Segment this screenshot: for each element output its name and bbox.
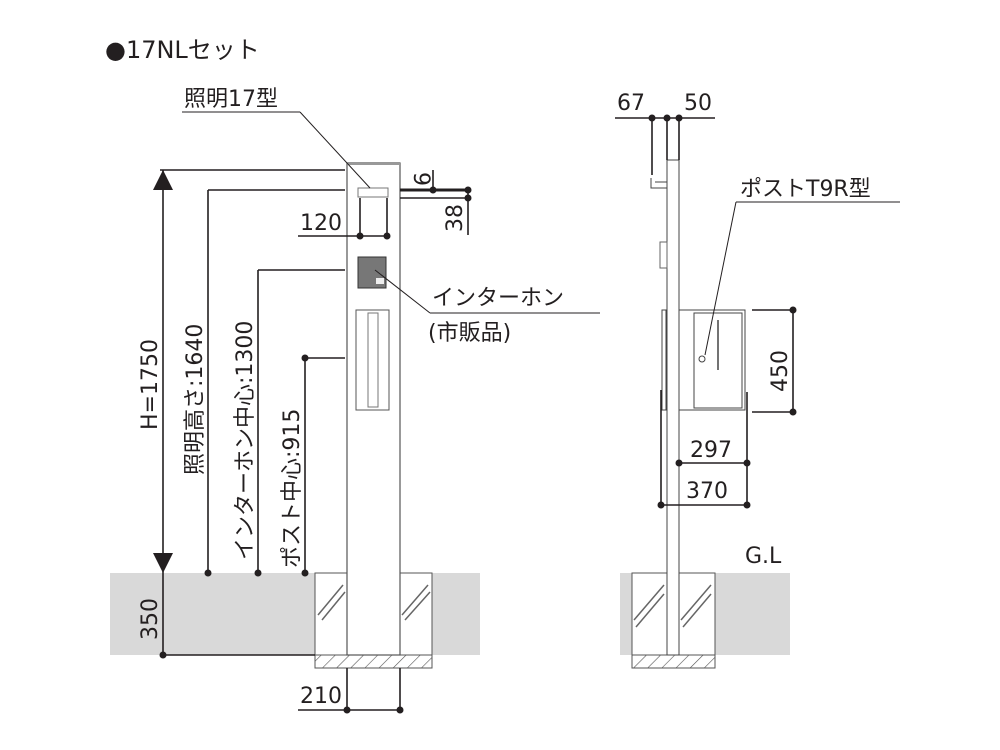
width-210-label: 210 — [300, 684, 342, 709]
intercom-button — [376, 278, 384, 284]
intercom-center-label: インターホン中心:1300 — [233, 321, 258, 560]
light-bracket — [650, 178, 668, 189]
light-model-label: 照明17型 — [184, 87, 278, 112]
front-view: H=1750 350 照明高さ:1640 インターホン中心:1300 ポスト中心… — [110, 87, 600, 714]
mail-slot-inner — [367, 312, 379, 408]
dim-50-label: 50 — [684, 91, 712, 116]
post-model-label: ポストT9R型 — [740, 177, 871, 202]
embed-depth-label: 350 — [138, 598, 163, 640]
dim-450-label: 450 — [768, 350, 793, 392]
intercom-side — [659, 241, 668, 269]
pit-base-hatch-side — [631, 654, 716, 669]
light-height-label: 照明高さ:1640 — [183, 324, 208, 475]
post-back-plate — [661, 309, 667, 411]
arrow-down-icon — [153, 553, 173, 573]
side-pole — [666, 159, 680, 656]
light-fixture — [357, 187, 389, 198]
dim-9-label: 9 — [408, 172, 433, 186]
intercom-label: インターホン — [432, 286, 564, 311]
dim-38-label: 38 — [443, 204, 468, 232]
dim-120-label: 120 — [300, 211, 342, 236]
pit-hatch-marks — [317, 584, 431, 621]
dim-297-label: 297 — [690, 438, 732, 463]
post-center-label: ポスト中心:915 — [280, 409, 305, 568]
arrow-up-icon — [153, 170, 173, 190]
ground-level-label: G.L — [745, 544, 782, 569]
post-lock-icon — [698, 355, 706, 363]
height-total-label: H=1750 — [138, 339, 163, 430]
intercom-note: (市販品) — [428, 321, 511, 346]
dim-370-label: 370 — [686, 479, 728, 504]
diagram-title: ●17NLセット — [105, 36, 260, 64]
pit-base-hatch — [314, 654, 433, 669]
dim-67-label: 67 — [617, 91, 645, 116]
side-view: 67 50 ポストT9R型 450 297 370 G.L — [615, 91, 900, 669]
